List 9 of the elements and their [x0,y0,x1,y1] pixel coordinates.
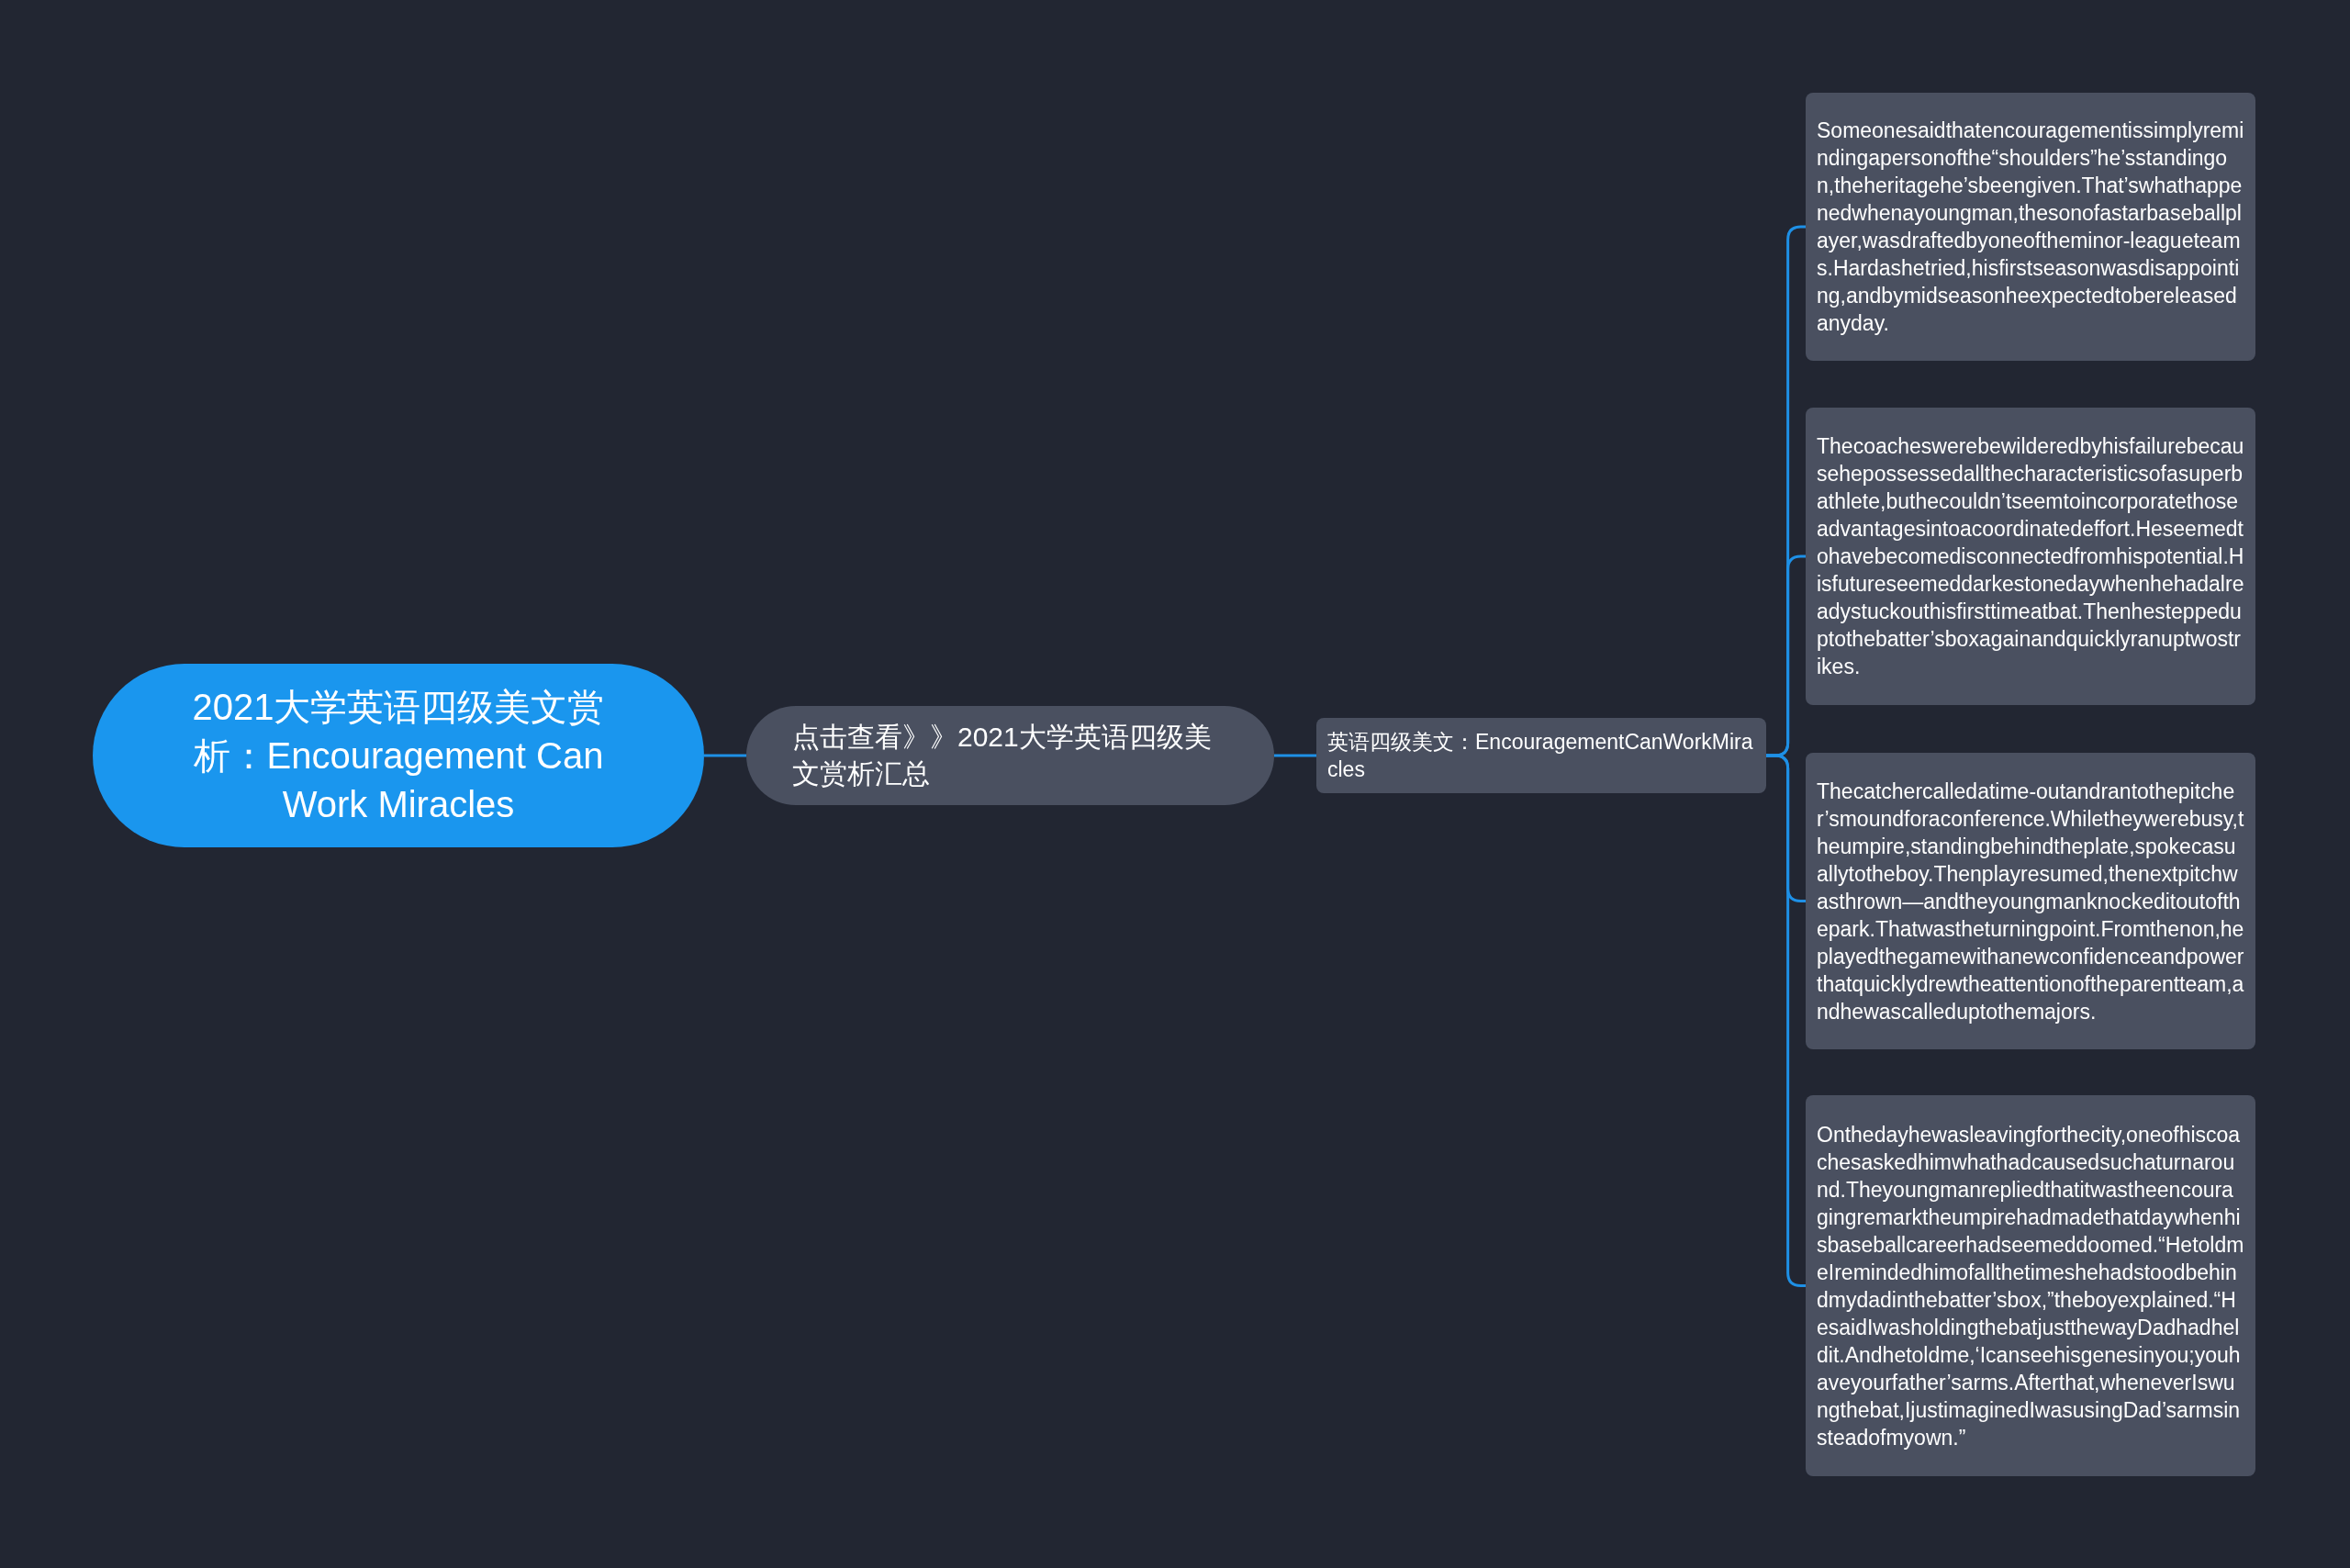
topic-pill: 2021大学英语四级美文赏析：Encouragement Can Work Miracles [93,664,704,847]
text-card: Thecoacheswerebewilderedbyhisfailurebecausehepossessedallthecharacteristicsofasuperbathlete,buthecouldn’tseemtoincorporatethoseadvantagesintoacoordinatedeffort.Heseemedtohavebecomedisconnectedfromhispotential.Hisfutureseemeddarkestonedaywhenhehadalreadystuckouthisfirsttimeatbat.Thenhesteppeduptothebatter’sboxagainandquicklyranuptwostrikes. [1806,408,2255,705]
subtopic-box: 英语四级美文：EncouragementCanWorkMiracles [1316,718,1766,793]
text-card: Someonesaidthatencouragementissimplyremindingapersonofthe“shoulders”he’sstandingon,theheritagehe’sbeengiven.That’swhathappenedwhenayoungman,thesonofastarbaseballplayer,wasdraftedbyoneoftheminor-leagueteams.Hardashetried,hisfirstseasonwasdisappointing,andbymidseasonheexpectedtobereleasedanyday. [1806,93,2255,361]
text-card: Onthedayhewasleavingforthecity,oneofhiscoachesaskedhimwhathadcausedsuchaturnaround.Theyoungmanrepliedthatitwastheencouragingremarktheumpirehadmadethatdaywhenhisbaseballcareerhadseemeddoomed.“HetoldmeIremindedhimofallthetimeshehadstoodbehindmydadinthebatter’sbox,”theboyexplained.“HesaidIwasholdingthebatjustthewayDadhadheldit.Andhetoldme,‘Icanseehisgenesinyou;youhaveyourfather’sarms.Afterthat,wheneverIswungthebat,IjustimaginedIwasusingDad’sarmsinsteadofmyown.” [1806,1095,2255,1476]
connector-line [704,754,746,757]
connector-line [1274,754,1316,757]
subtopic-pill: 点击查看》》2021大学英语四级美文赏析汇总 [746,706,1274,805]
text-card: Thecatchercalledatime-outandrantothepitcher’smoundforaconference.Whiletheywerebusy,theumpire,standingbehindtheplate,spokecasuallytotheboy.Thenplayresumed,thenextpitchwasthrown—andtheyoungmanknockeditoutofthepark.Thatwastheturningpoint.Fromthenon,heplayedthegamewithanewconfidenceandpowerthatquicklydrewtheattentionoftheparentteam,andhewascalleduptothemajors. [1806,753,2255,1049]
